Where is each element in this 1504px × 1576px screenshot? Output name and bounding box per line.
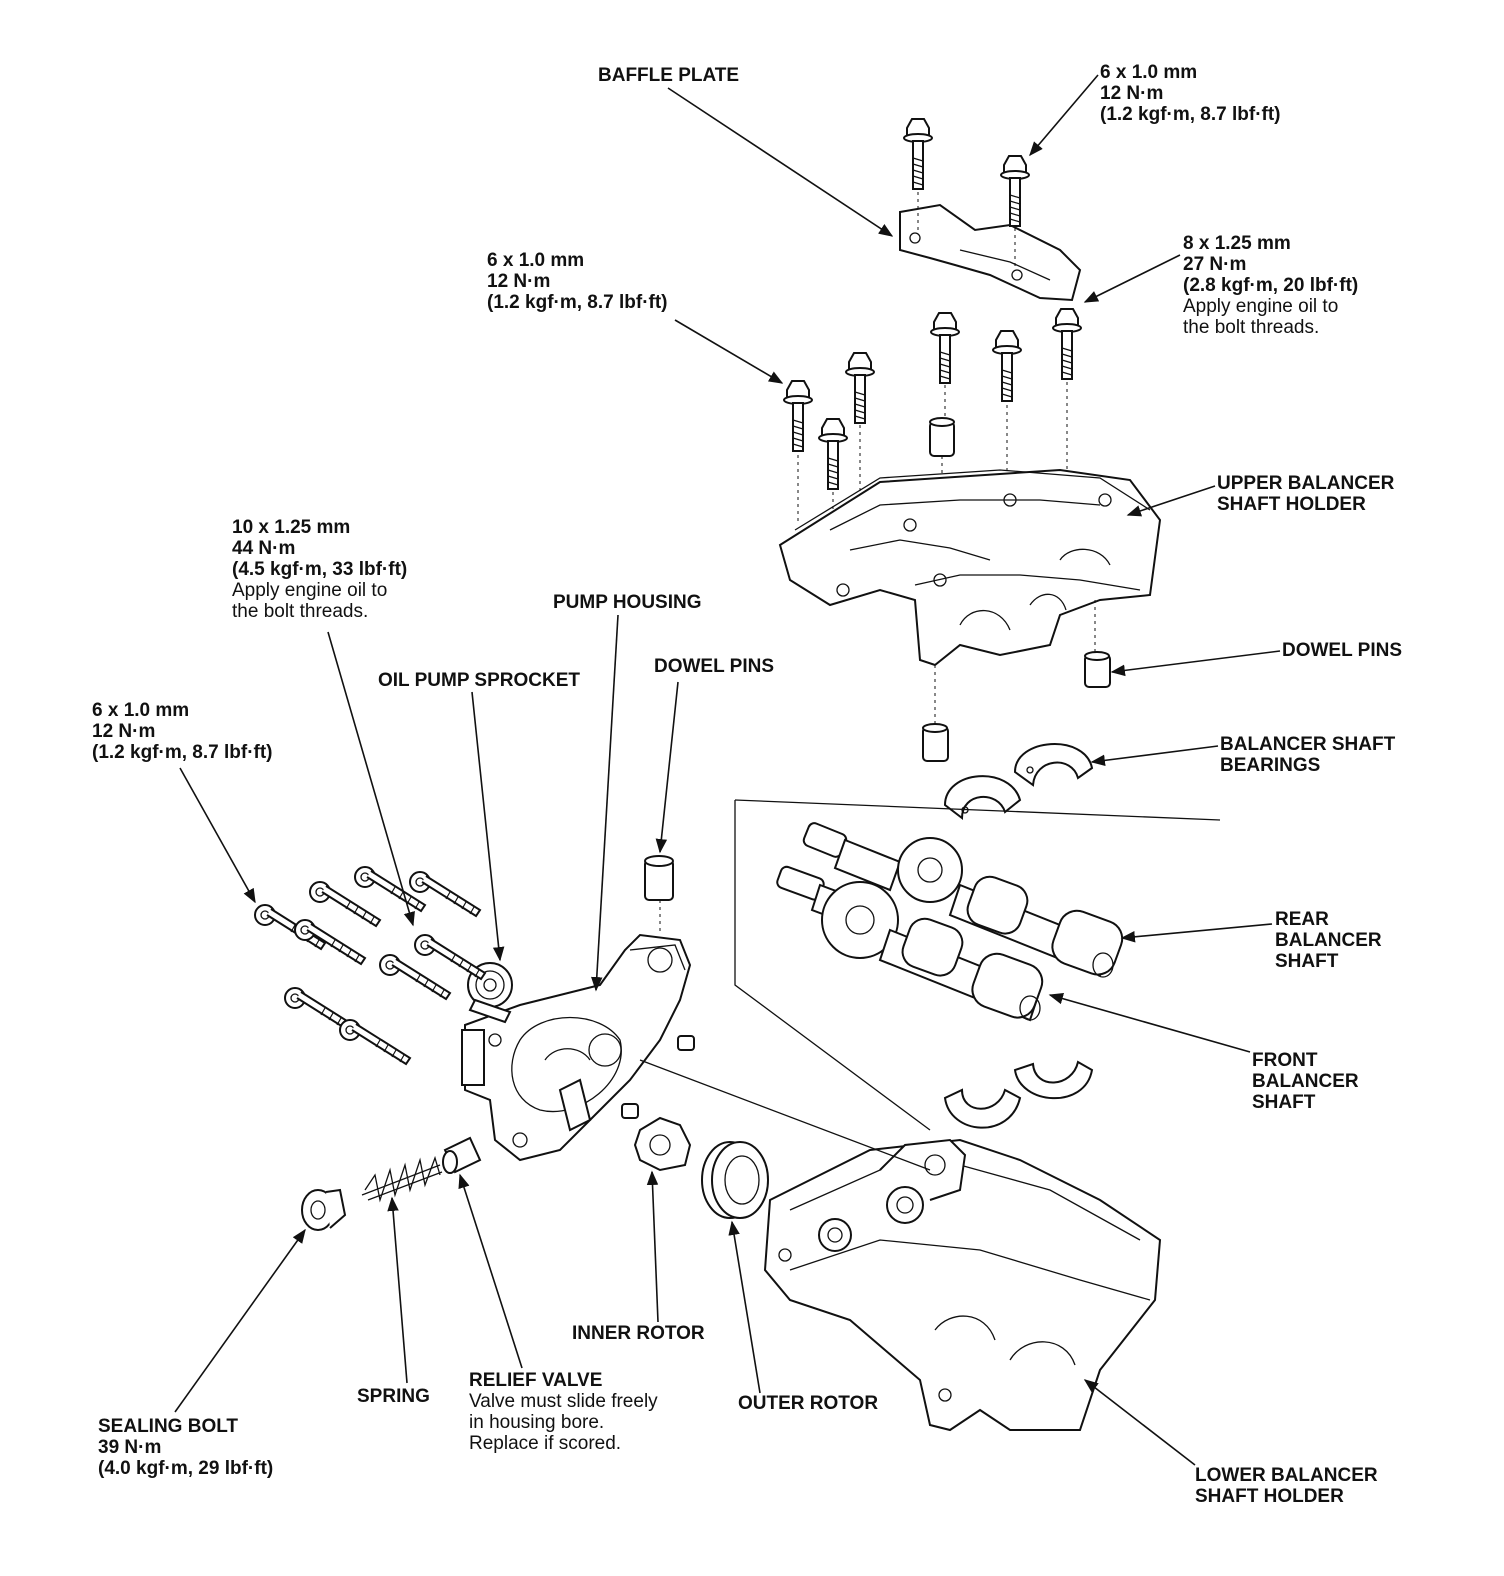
pump-dowel-pin	[621, 855, 695, 1119]
bolt-note: the bolt threads.	[1183, 317, 1320, 338]
bolt-torque-alt: (1.2 kgf·m, 8.7 lbf·ft)	[92, 742, 273, 763]
label-baffle-bolt: 6 x 1.0 mm 12 N·m (1.2 kgf·m, 8.7 lbf·ft…	[1100, 62, 1281, 125]
label-text: SHAFT	[1275, 951, 1339, 972]
label-front-balancer-shaft: FRONT BALANCER SHAFT	[1252, 1050, 1359, 1113]
bolt-note: Apply engine oil to	[1183, 296, 1339, 317]
lower-balancer-shaft-holder	[763, 1138, 1162, 1432]
dowel-pin	[922, 651, 1111, 762]
label-note: Replace if scored.	[469, 1433, 622, 1454]
label-spring: SPRING	[357, 1386, 430, 1407]
label-text: RELIEF VALVE	[469, 1370, 603, 1391]
relief-valve	[442, 1136, 482, 1174]
bolt-spec: 6 x 1.0 mm	[92, 700, 190, 721]
label-text: SHAFT	[1252, 1092, 1316, 1113]
label-text: BALANCER SHAFT	[1220, 734, 1396, 755]
outer-rotor	[701, 1141, 769, 1219]
leader-lines	[174, 74, 1281, 1466]
balancer-shaft-bearing	[943, 1060, 1094, 1129]
label-pump-bolt-6: 6 x 1.0 mm 12 N·m (1.2 kgf·m, 8.7 lbf·ft…	[92, 700, 273, 763]
pump-housing	[461, 933, 692, 1162]
upper-balancer-shaft-holder	[778, 468, 1162, 667]
label-note: Valve must slide freely	[469, 1391, 658, 1412]
label-text: REAR	[1275, 909, 1329, 930]
label-pump-housing: PUMP HOUSING	[553, 592, 702, 613]
label-text: SHAFT HOLDER	[1195, 1486, 1344, 1507]
baffle-plate-bolt	[903, 118, 1030, 270]
label-text: OIL PUMP SPROCKET	[378, 670, 580, 691]
bolt-note: the bolt threads.	[232, 601, 369, 622]
label-sealing-bolt: SEALING BOLT 39 N·m (4.0 kgf·m, 29 lbf·f…	[98, 1416, 273, 1479]
label-text: BEARINGS	[1220, 755, 1321, 776]
label-text: SPRING	[357, 1386, 430, 1407]
bolt-torque-alt: (1.2 kgf·m, 8.7 lbf·ft)	[1100, 104, 1281, 125]
label-upper-holder-bolt-right: 8 x 1.25 mm 27 N·m (2.8 kgf·m, 20 lbf·ft…	[1183, 233, 1358, 338]
bolt-torque-alt: (2.8 kgf·m, 20 lbf·ft)	[1183, 275, 1359, 296]
label-oil-pump-sprocket: OIL PUMP SPROCKET	[378, 670, 580, 691]
bolt-torque: 39 N·m	[98, 1437, 162, 1458]
label-text: BAFFLE PLATE	[598, 65, 740, 86]
bolt-torque: 44 N·m	[232, 538, 296, 559]
bolt-torque-alt: (1.2 kgf·m, 8.7 lbf·ft)	[487, 292, 668, 313]
label-upper-holder-bolt-left: 6 x 1.0 mm 12 N·m (1.2 kgf·m, 8.7 lbf·ft…	[487, 250, 668, 313]
label-text: OUTER ROTOR	[738, 1393, 879, 1414]
pump-bolt	[254, 866, 486, 1065]
bolt-torque-alt: (4.0 kgf·m, 29 lbf·ft)	[98, 1458, 274, 1479]
label-text: PUMP HOUSING	[553, 592, 702, 613]
bolt-torque: 12 N·m	[1100, 83, 1164, 104]
bolt-torque-alt: (4.5 kgf·m, 33 lbf·ft)	[232, 559, 408, 580]
label-text: FRONT	[1252, 1050, 1318, 1071]
label-text: BALANCER	[1252, 1071, 1359, 1092]
label-balancer-shaft-bearings: BALANCER SHAFT BEARINGS	[1220, 734, 1395, 776]
balancer-shaft-bearing	[943, 743, 1094, 821]
bolt-spec: 6 x 1.0 mm	[487, 250, 585, 271]
sealing-bolt	[301, 1188, 347, 1231]
bolt-spec: 10 x 1.25 mm	[232, 517, 351, 538]
label-text: INNER ROTOR	[572, 1323, 705, 1344]
label-inner-rotor: INNER ROTOR	[572, 1323, 705, 1344]
inner-rotor	[633, 1116, 692, 1172]
label-lower-balancer-shaft-holder: LOWER BALANCER SHAFT HOLDER	[1195, 1465, 1378, 1507]
bolt-torque: 27 N·m	[1183, 254, 1247, 275]
label-outer-rotor: OUTER ROTOR	[738, 1393, 878, 1414]
label-note: in housing bore.	[469, 1412, 605, 1433]
label-text: BALANCER	[1275, 930, 1382, 951]
label-baffle-plate: BAFFLE PLATE	[598, 65, 739, 86]
rear-balancer-shaft	[802, 822, 1124, 978]
label-relief-valve: RELIEF VALVE Valve must slide freely in …	[469, 1370, 658, 1454]
label-pump-bolt-10: 10 x 1.25 mm 44 N·m (4.5 kgf·m, 33 lbf·f…	[232, 517, 407, 622]
label-text: DOWEL PINS	[654, 656, 774, 677]
label-dowel-pins-pump: DOWEL PINS	[654, 656, 774, 677]
label-text: UPPER BALANCER	[1217, 473, 1395, 494]
bolt-torque: 12 N·m	[487, 271, 551, 292]
label-upper-balancer-shaft-holder: UPPER BALANCER SHAFT HOLDER	[1217, 473, 1394, 515]
bolt-torque: 12 N·m	[92, 721, 156, 742]
baffle-plate	[899, 203, 1082, 302]
label-text: DOWEL PINS	[1282, 640, 1402, 661]
spring	[361, 1155, 443, 1203]
label-text: SHAFT HOLDER	[1217, 494, 1366, 515]
bolt-spec: 8 x 1.25 mm	[1183, 233, 1291, 254]
label-rear-balancer-shaft: REAR BALANCER SHAFT	[1275, 909, 1382, 972]
bolt-note: Apply engine oil to	[232, 580, 388, 601]
label-dowel-pins-upper: DOWEL PINS	[1282, 640, 1402, 661]
front-balancer-shaft	[776, 865, 1044, 1022]
bolt-spec: 6 x 1.0 mm	[1100, 62, 1198, 83]
label-text: LOWER BALANCER	[1195, 1465, 1378, 1486]
label-text: SEALING BOLT	[98, 1416, 239, 1437]
